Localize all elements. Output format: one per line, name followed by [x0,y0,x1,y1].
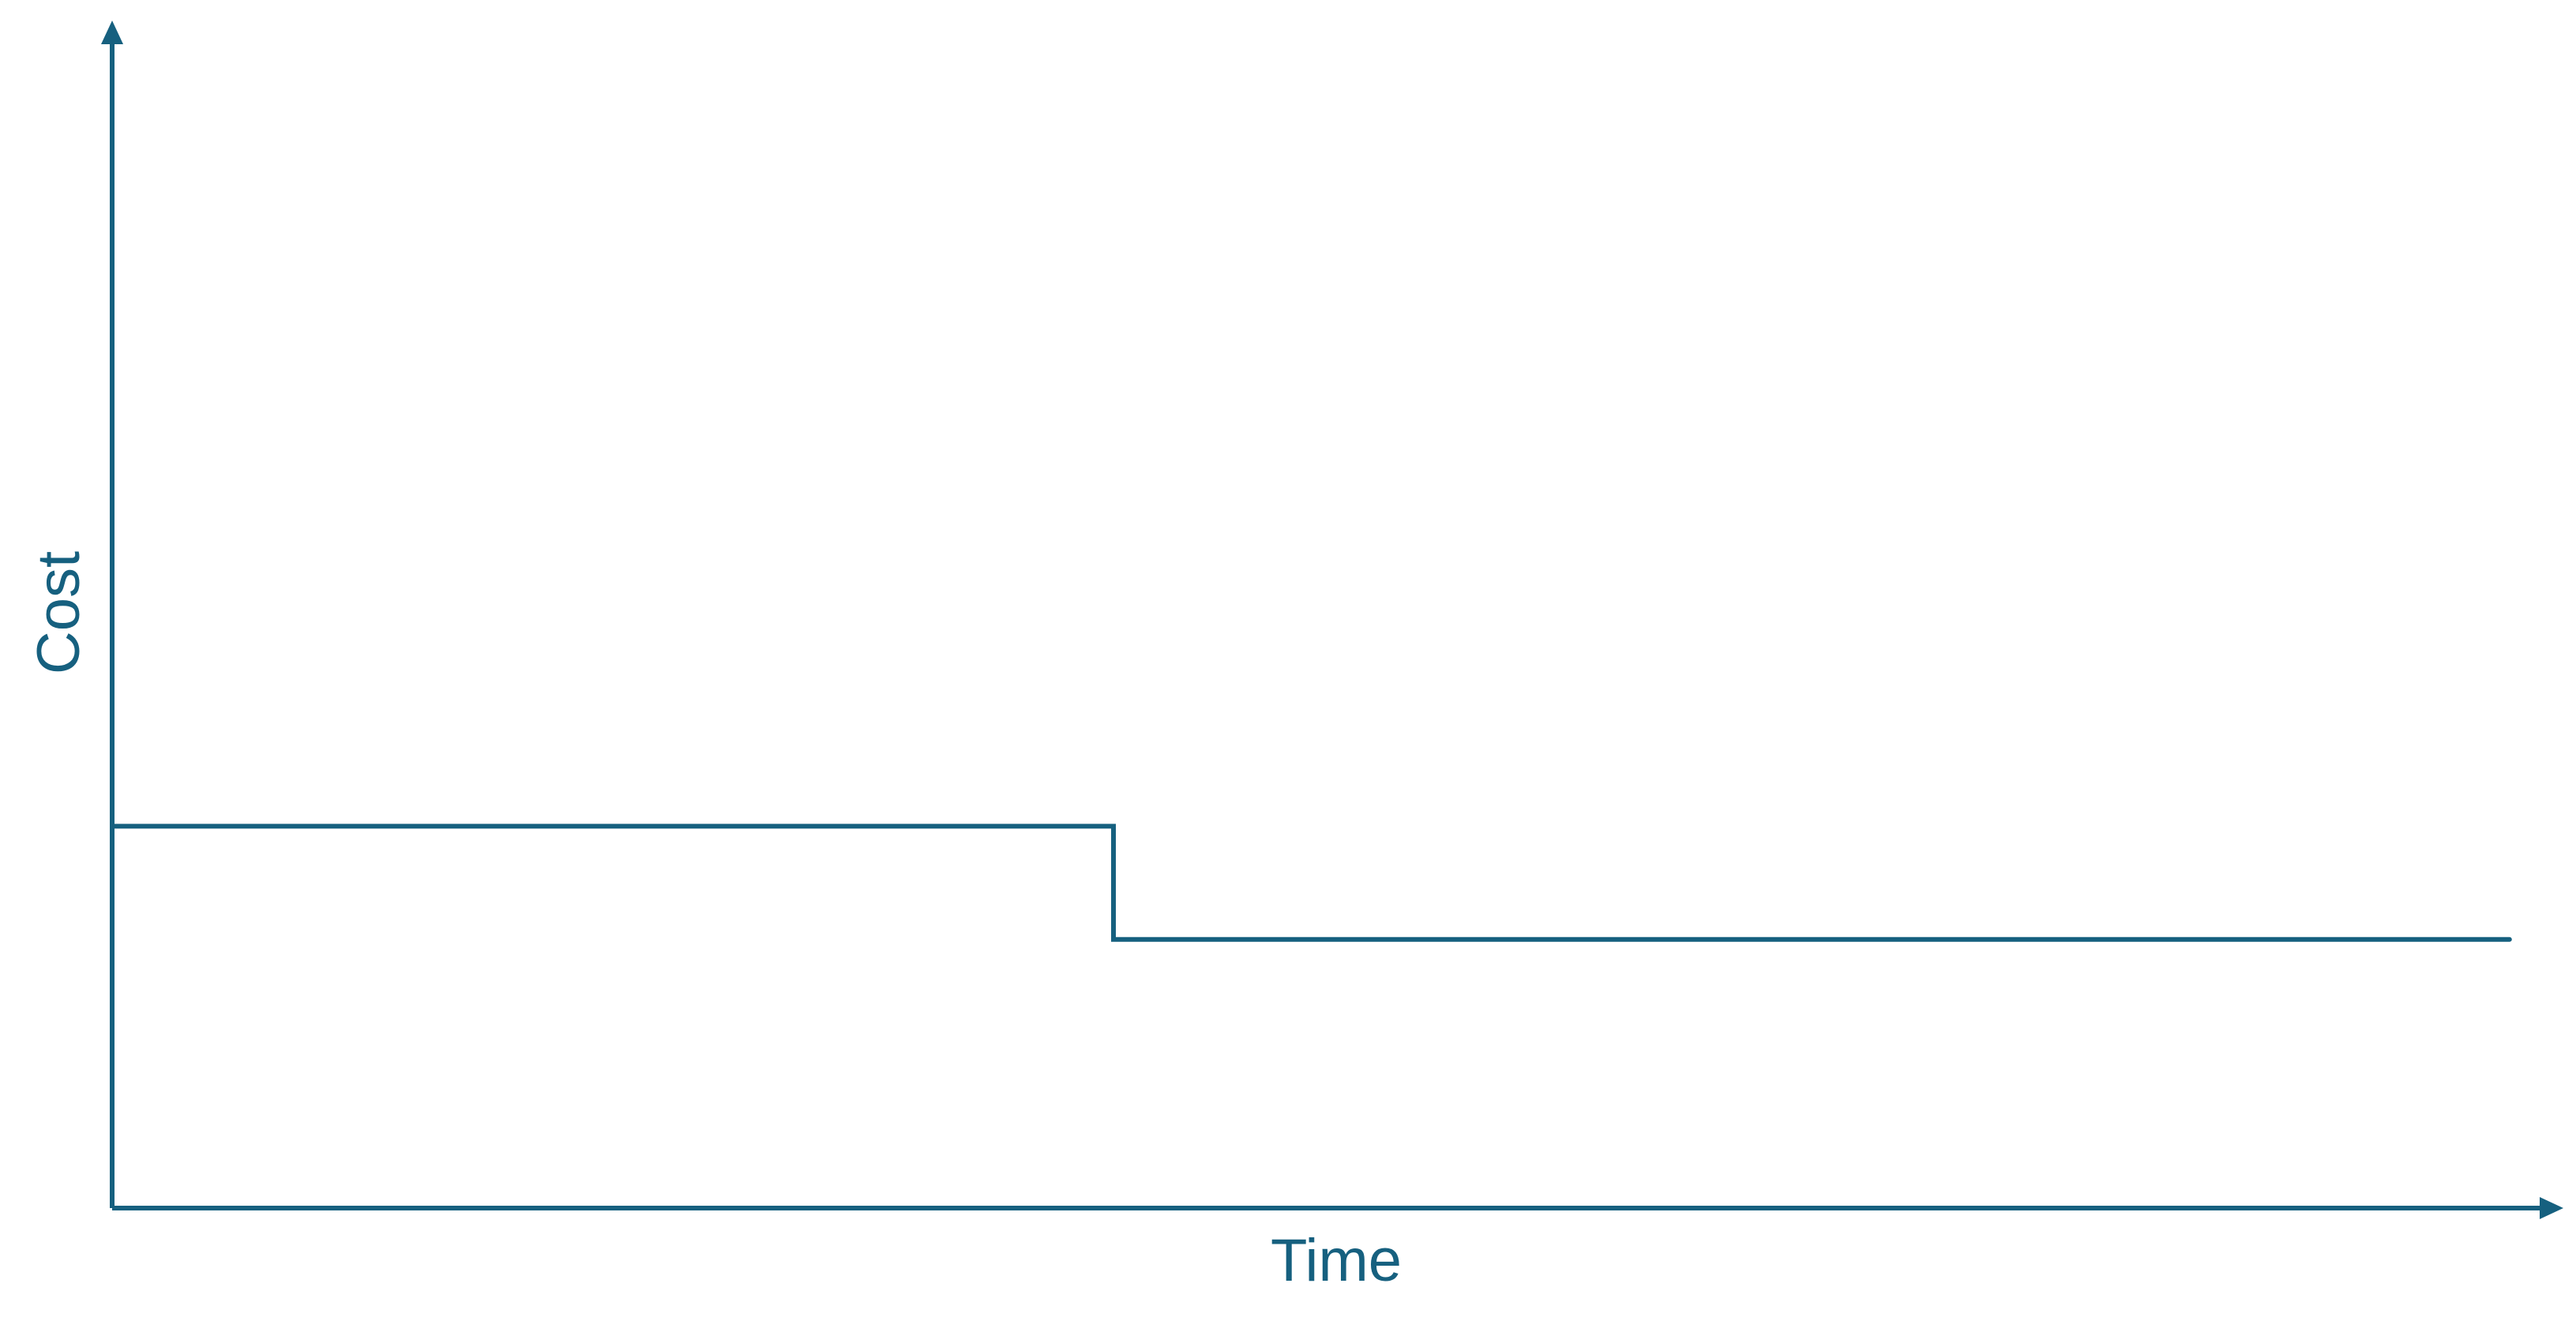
chart-axes [101,21,2563,1219]
x-axis-label: Time [1271,1227,1402,1294]
series-line-0 [110,824,2512,942]
x-axis-arrowhead [2540,1197,2563,1219]
plot-area [110,824,2512,942]
y-axis-arrowhead [101,21,123,44]
y-axis-label: Cost [25,551,92,674]
